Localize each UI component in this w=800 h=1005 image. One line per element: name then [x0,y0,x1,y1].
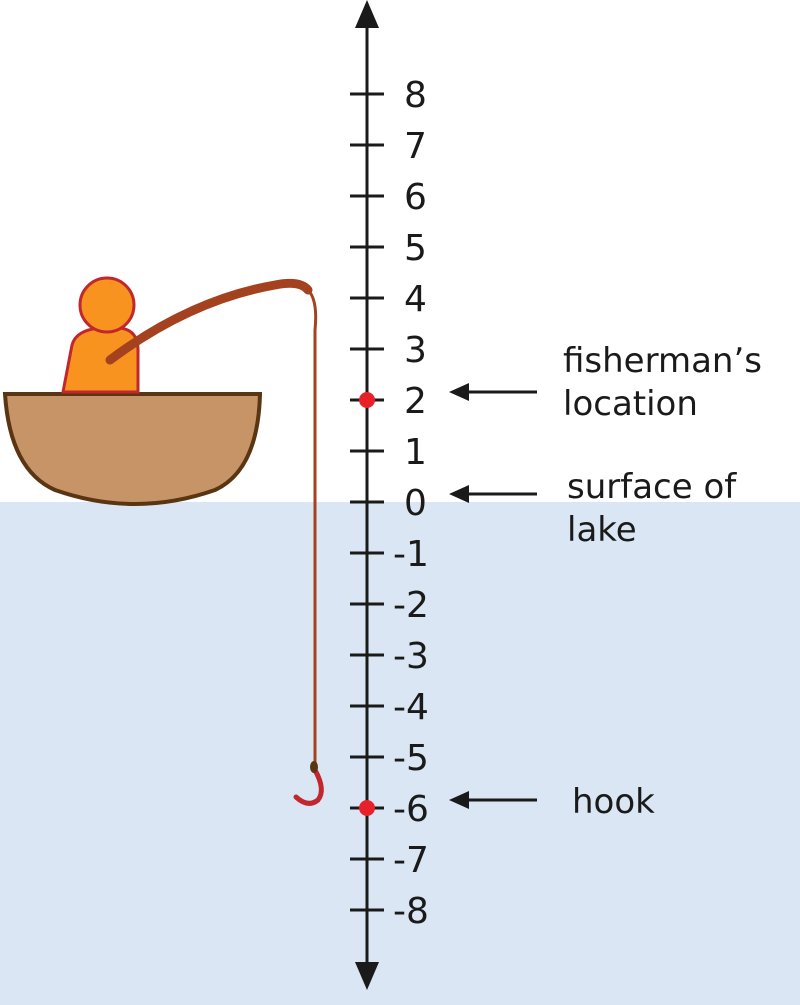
boat [2,392,263,506]
axis-arrow-down-icon [355,962,379,990]
number-line: 8 7 6 5 4 3 2 1 0 -1 -2 -3 -4 -5 -6 -7 -8 [350,0,429,990]
tick-label: -6 [393,789,429,830]
tick-label: -4 [393,687,429,728]
tick-label: -2 [393,585,429,626]
fishing-line [306,288,318,772]
number-line-point [359,800,375,816]
hook-label: hook [572,782,655,822]
annotation-surface: surface of lake [449,467,737,550]
tick-label: 5 [404,228,427,269]
surface-label-line2: lake [567,510,637,550]
surface-label-line1: surface of [567,467,737,507]
tick-label: 7 [404,126,427,167]
hook-eye [310,761,318,773]
fisherman-head [78,276,136,334]
left-arrow-icon [449,791,469,809]
axis-arrow-up-icon [355,0,379,28]
tick-label: -7 [393,840,429,881]
left-arrow-icon [449,485,469,503]
tick-label: 4 [404,279,427,320]
number-line-point [359,392,375,408]
tick-label: -8 [393,891,429,932]
tick-label: 6 [404,177,427,218]
tick-label: 0 [404,483,427,524]
left-arrow-icon [449,383,469,401]
hook-icon [293,767,324,806]
tick-label: -1 [393,534,429,575]
annotation-hook: hook [449,782,655,822]
fisherman-label-line2: location [563,384,698,424]
tick-label: 1 [404,432,427,473]
plotted-points [359,392,375,816]
fishing-rod [105,278,313,365]
tick-labels: 8 7 6 5 4 3 2 1 0 -1 -2 -3 -4 -5 -6 -7 -8 [393,75,429,932]
tick-label: -5 [393,738,429,779]
fisherman-label-line1: fisherman’s [563,341,762,381]
tick-label: -3 [393,636,429,677]
fisherman-in-boat [2,276,324,806]
fisherman-body [61,326,140,394]
tick-label: 8 [404,75,427,116]
tick-label: 3 [404,330,427,371]
lake-water [0,502,800,1005]
annotation-fisherman: fisherman’s location [449,341,762,424]
tick-label: 2 [404,381,427,422]
